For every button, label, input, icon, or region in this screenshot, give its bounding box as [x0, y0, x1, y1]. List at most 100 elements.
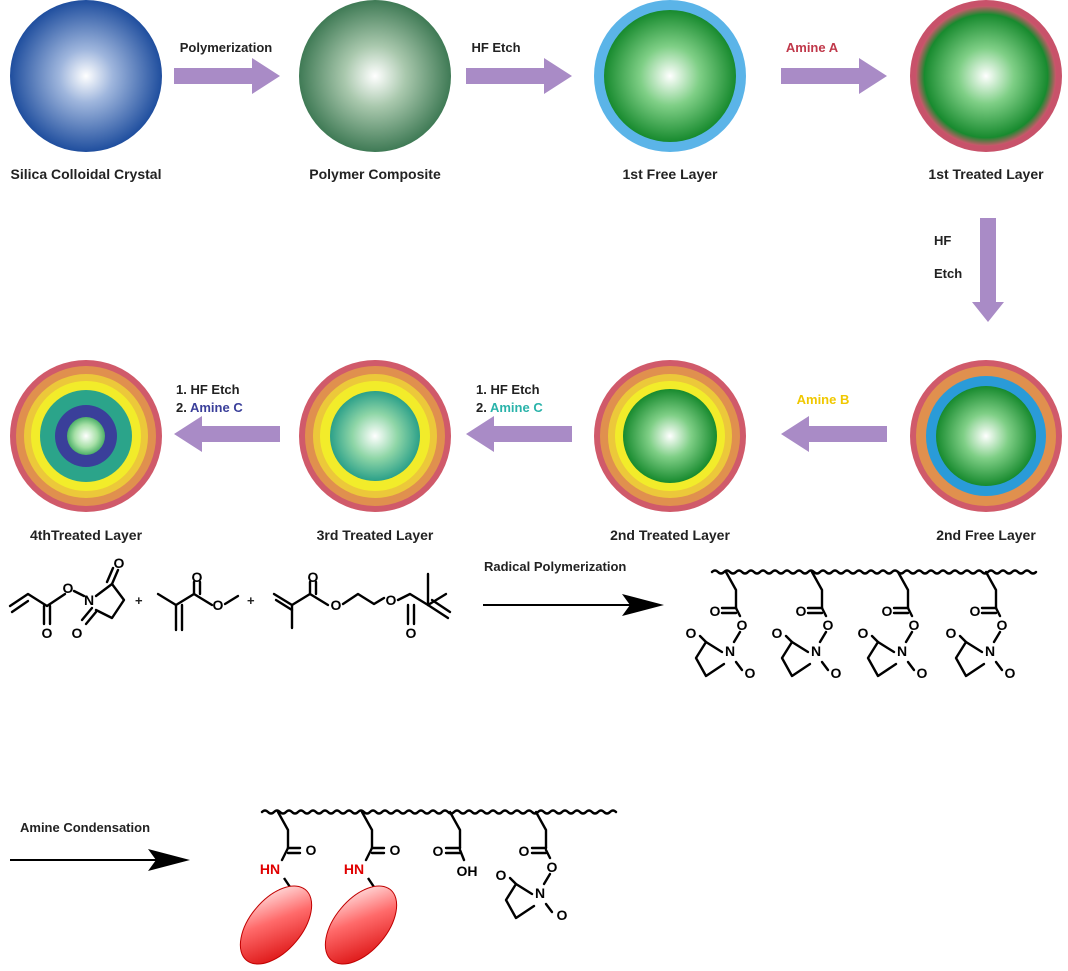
atom-o: O [997, 617, 1008, 633]
stage-label: Silica Colloidal Crystal [11, 166, 162, 182]
stage-polymer-composite: Polymer Composite [299, 0, 451, 182]
pendant-nhs-ester: O O N O O [946, 570, 1016, 681]
arrow-label-line1: HF [934, 233, 951, 248]
arrow-label: Amine B [797, 392, 850, 407]
atom-o: O [306, 842, 317, 858]
atom-oh: OH [457, 863, 478, 879]
atom-o: O [406, 625, 417, 641]
stage-1st-free-layer: 1st Free Layer [594, 0, 746, 182]
stage-label: 4thTreated Layer [30, 527, 143, 543]
atom-o: O [772, 625, 783, 641]
pendant-nhs-ester: O O N O O [772, 570, 842, 681]
atom-o: O [970, 603, 981, 619]
atom-o: O [710, 603, 721, 619]
step-number: 2. [476, 400, 490, 415]
arrow-amine-b: Amine B [781, 392, 887, 452]
atom-o: O [831, 665, 842, 681]
unreacted-nhs-ester: O O N O O [496, 810, 568, 923]
atom-o: O [496, 867, 507, 883]
amide-linked-protein: O HN [239, 810, 317, 965]
nhs-acrylate-monomer: O O N O O [8, 555, 126, 641]
protein-ellipse [239, 885, 313, 965]
protein-ellipse [324, 885, 398, 965]
step-number: 2. [176, 400, 190, 415]
arrow-hf-etch-1: HF Etch [466, 40, 572, 94]
stage-4th-treated-layer: 4thTreated Layer [10, 360, 162, 543]
atom-o: O [686, 625, 697, 641]
plus-sign: + [135, 593, 143, 608]
arrow-hf-etch-amine-c-1: 1. HF Etch 2. Amine C [466, 382, 572, 452]
pendant-nhs-ester: O O N O O [858, 570, 928, 681]
stage-1st-treated-layer: 1st Treated Layer [910, 0, 1062, 182]
pendant-nhs-ester: O O N O O [686, 570, 756, 681]
arrow-label-line2: 2. Amine C [176, 400, 243, 415]
atom-o: O [1005, 665, 1016, 681]
stage-label: 2nd Treated Layer [610, 527, 730, 543]
atom-o: O [946, 625, 957, 641]
reaction-arrow-amine-condensation: Amine Condensation [10, 820, 190, 871]
atom-o: O [547, 859, 558, 875]
arrow-label-line2: 2. Amine C [476, 400, 543, 415]
atom-o: O [63, 580, 74, 596]
arrow-label: Polymerization [180, 40, 273, 55]
stage-label: 2nd Free Layer [936, 527, 1036, 543]
stage-label: 3rd Treated Layer [317, 527, 434, 543]
arrow-label-line2: Etch [934, 266, 962, 281]
stage-label: 1st Free Layer [623, 166, 718, 182]
atom-hn: HN [260, 861, 280, 877]
egdma-crosslinker: O O O O [272, 569, 452, 641]
stage-label: 1st Treated Layer [928, 166, 1044, 182]
atom-o: O [858, 625, 869, 641]
atom-o: O [42, 625, 53, 641]
plus-sign: + [247, 593, 255, 608]
atom-o: O [796, 603, 807, 619]
poly-nhs-product: O O N O O O O N O O [686, 569, 1038, 681]
carboxylic-acid-pendant: O OH [433, 810, 478, 879]
silica-sphere [10, 0, 162, 152]
atom-o: O [213, 597, 224, 613]
atom-o: O [386, 592, 397, 608]
atom-hn: HN [344, 861, 364, 877]
arrow-label-line1: 1. HF Etch [176, 382, 240, 397]
atom-n: N [811, 643, 821, 659]
atom-o: O [308, 569, 319, 585]
arrow-hf-etch-down: HF Etch [934, 218, 1004, 322]
atom-o: O [519, 843, 530, 859]
atom-o: O [433, 843, 444, 859]
arrow-hf-etch-amine-c-2: 1. HF Etch 2. Amine C [174, 382, 280, 452]
stage-3rd-treated-layer: 3rd Treated Layer [299, 360, 451, 543]
arrow-label: Amine A [786, 40, 839, 55]
reaction-label: Radical Polymerization [484, 559, 626, 574]
stage-2nd-treated-layer: 2nd Treated Layer [594, 360, 746, 543]
atom-o: O [882, 603, 893, 619]
methyl-methacrylate-monomer: O O [156, 569, 240, 632]
core-inner [924, 14, 1048, 138]
arrow-amine-a: Amine A [781, 40, 887, 94]
atom-o: O [114, 555, 125, 571]
core [604, 10, 736, 142]
atom-o: O [331, 597, 342, 613]
atom-o: O [917, 665, 928, 681]
stage-label: Polymer Composite [309, 166, 441, 182]
atom-n: N [84, 592, 94, 608]
reagent-name: Amine C [490, 400, 543, 415]
reaction-arrow-radical-polymerization: Radical Polymerization [483, 559, 664, 616]
stage-silica-colloidal-crystal: Silica Colloidal Crystal [10, 0, 162, 182]
arrow-polymerization: Polymerization [174, 40, 280, 94]
stage-2nd-free-layer: 2nd Free Layer [910, 360, 1062, 543]
atom-o: O [557, 907, 568, 923]
atom-o: O [745, 665, 756, 681]
atom-o: O [823, 617, 834, 633]
reagent-name: Amine C [190, 400, 243, 415]
reaction-label: Amine Condensation [20, 820, 150, 835]
atom-o: O [737, 617, 748, 633]
protein-conjugated-polymer: O HN O HN O OH O [239, 809, 618, 965]
atom-n: N [725, 643, 735, 659]
atom-o: O [390, 842, 401, 858]
atom-n: N [897, 643, 907, 659]
polymer-sphere [299, 0, 451, 152]
arrow-label-line1: 1. HF Etch [476, 382, 540, 397]
atom-o: O [72, 625, 83, 641]
atom-o: O [192, 569, 203, 585]
